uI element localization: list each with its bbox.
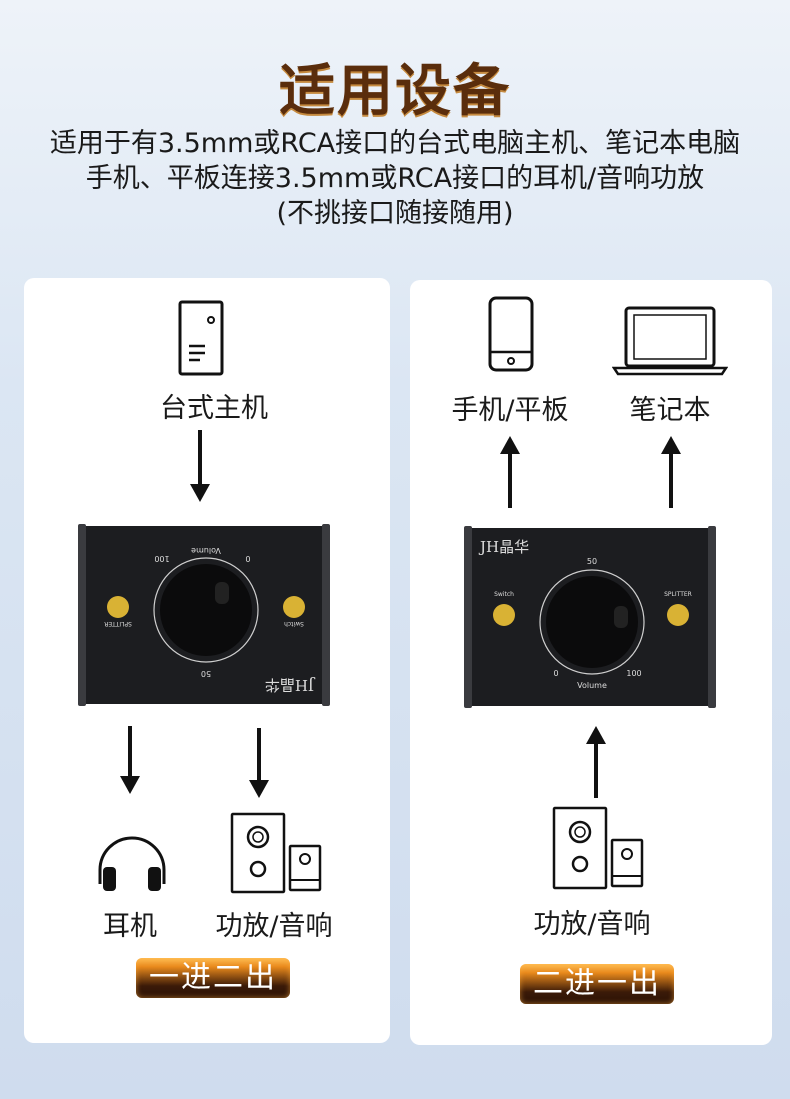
laptop-icon — [612, 306, 728, 376]
tick-min: 0 — [553, 669, 558, 678]
target1-label: 手机/平板 — [451, 395, 569, 426]
arrow-down-icon — [249, 728, 269, 798]
speakers-icon — [230, 812, 322, 894]
source-label: 功放/音响 — [533, 909, 651, 940]
speakers-icon — [552, 806, 644, 890]
description-line-3: (不挑接口随接随用) — [276, 198, 514, 229]
output2-label: 功放/音响 — [215, 911, 333, 942]
splitter-label: SPLITTER — [664, 591, 692, 598]
panel-one-in-two-out: 台式主机 JH晶华 50 0 100 Volume Switch SPLITTE… — [24, 278, 390, 1043]
volume-label: Volume — [577, 681, 607, 690]
source-label: 台式主机 — [160, 393, 268, 424]
arrow-up-icon — [500, 436, 520, 508]
headphones-icon — [98, 836, 166, 891]
arrow-down-icon — [190, 430, 210, 502]
phone-icon — [488, 296, 534, 372]
mode-badge: 二进一出 — [520, 964, 674, 1004]
brand-text: JH晶华 — [478, 538, 529, 556]
switch-label: Switch — [494, 591, 514, 598]
tick-min: 0 — [245, 554, 250, 563]
arrow-up-icon — [586, 726, 606, 798]
tick-mid: 50 — [587, 557, 597, 566]
switch-label: Switch — [284, 620, 304, 627]
page-title: 适用设备 — [279, 59, 511, 124]
panel-two-in-one-out: 手机/平板 笔记本 JH晶华 50 0 100 Volume Switch SP… — [410, 280, 772, 1045]
brand-text: JH晶华 — [265, 676, 316, 694]
splitter-label: SPLITTER — [104, 620, 132, 627]
arrow-down-icon — [120, 726, 140, 794]
desktop-tower-icon — [178, 300, 224, 376]
target2-label: 笔记本 — [629, 395, 711, 426]
description-line-1: 适用于有3.5mm或RCA接口的台式电脑主机、笔记本电脑 — [49, 128, 741, 159]
tick-max: 100 — [626, 669, 641, 678]
description-line-2: 手机、平板连接3.5mm或RCA接口的耳机/音响功放 — [85, 163, 705, 194]
arrow-up-icon — [661, 436, 681, 508]
volume-label: Volume — [191, 546, 221, 555]
tick-max: 100 — [154, 554, 169, 563]
mode-badge: 一进二出 — [136, 958, 290, 998]
output1-label: 耳机 — [103, 911, 157, 942]
tick-mid: 50 — [201, 669, 211, 678]
description: 适用于有3.5mm或RCA接口的台式电脑主机、笔记本电脑 手机、平板连接3.5m… — [0, 126, 790, 231]
audio-splitter-device: JH晶华 50 0 100 Volume Switch SPLITTER — [464, 526, 716, 708]
audio-splitter-device: JH晶华 50 0 100 Volume Switch SPLITTER — [78, 524, 330, 706]
